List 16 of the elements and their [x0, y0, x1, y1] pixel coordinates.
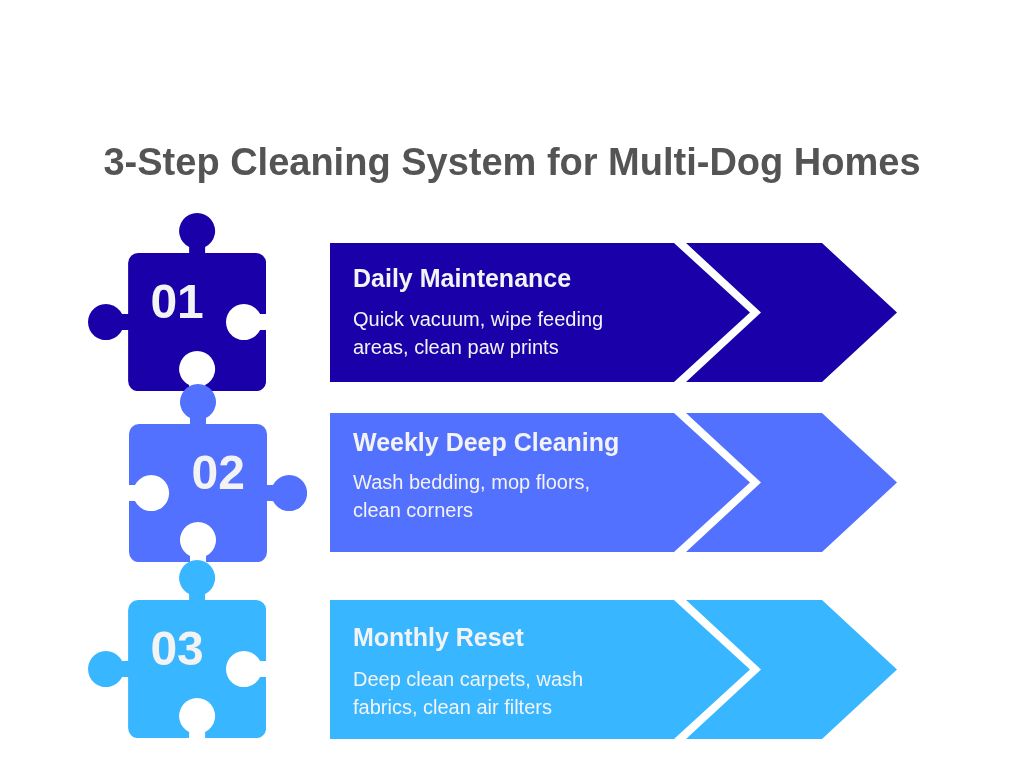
step-heading: Daily Maintenance: [353, 263, 572, 293]
arrow-banner: [330, 600, 897, 739]
step-description: Deep clean carpets, wash fabrics, clean air filters: [353, 667, 585, 720]
step-number: 01: [150, 277, 204, 326]
step-number: 03: [150, 624, 204, 673]
step-heading: Monthly Reset: [353, 622, 524, 652]
arrow-banner: [330, 413, 897, 552]
puzzle-piece: [129, 383, 308, 562]
step-description: Quick vacuum, wipe feeding areas, clean paw prints: [353, 307, 605, 360]
puzzle-piece: [87, 212, 266, 391]
step-heading: Weekly Deep Cleaning: [353, 427, 620, 457]
title: 3-Step Cleaning System for Multi-Dog Homes: [103, 140, 921, 184]
arrow-banner: [330, 243, 897, 382]
step-description: Wash bedding, mop floors, clean corners: [353, 470, 592, 523]
puzzle-piece: [87, 559, 266, 738]
step-number: 02: [191, 448, 245, 497]
